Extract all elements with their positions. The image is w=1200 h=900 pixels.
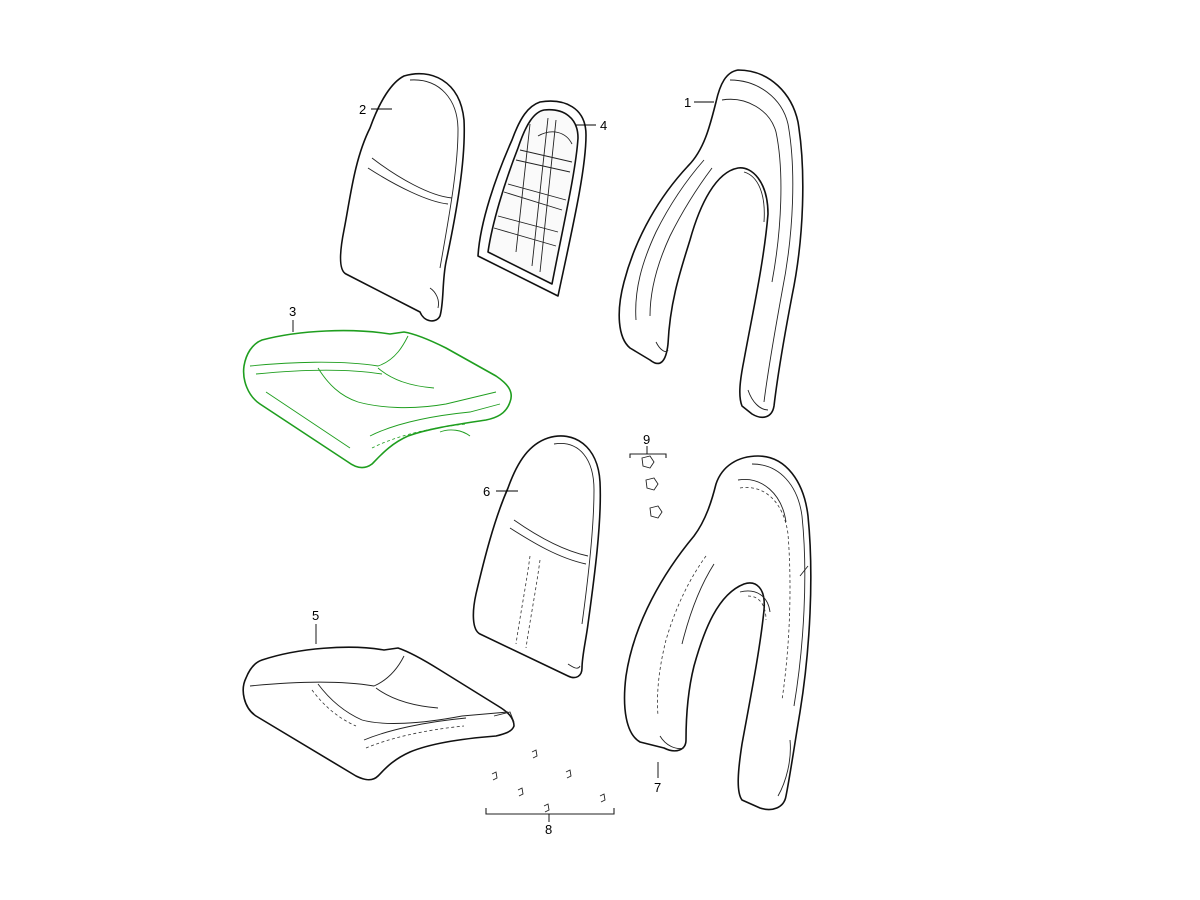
- part-1-backrest-cover[interactable]: [618, 69, 804, 419]
- callout-label-2: 2: [359, 102, 366, 117]
- part-6-backrest-cushion[interactable]: [472, 435, 602, 679]
- callout-label-5: 5: [312, 608, 319, 623]
- callout-3: 3: [289, 304, 296, 332]
- part-4-backrest-frame[interactable]: [477, 100, 587, 297]
- callout-label-4: 4: [600, 118, 607, 133]
- callout-label-3: 3: [289, 304, 296, 319]
- callout-label-1: 1: [684, 95, 691, 110]
- callout-2: 2: [359, 102, 392, 117]
- part-9-clips[interactable]: [629, 446, 667, 519]
- callout-label-6: 6: [483, 484, 490, 499]
- part-8-clip-set[interactable]: [485, 749, 615, 822]
- callout-label-8: 8: [545, 822, 552, 837]
- callout-6: 6: [483, 484, 518, 499]
- callout-1: 1: [684, 95, 714, 110]
- callout-9: 9: [643, 432, 650, 447]
- callout-7: 7: [654, 762, 661, 795]
- callout-8: 8: [545, 822, 552, 837]
- callout-label-9: 9: [643, 432, 650, 447]
- part-7-backrest-cover[interactable]: [623, 455, 812, 811]
- part-5-seat-cushion[interactable]: [242, 646, 515, 781]
- part-3-seat-cushion-highlighted[interactable]: [242, 329, 512, 469]
- callout-label-7: 7: [654, 780, 661, 795]
- part-2-backrest-cushion[interactable]: [339, 72, 466, 322]
- callout-4: 4: [576, 118, 607, 133]
- callout-5: 5: [312, 608, 319, 644]
